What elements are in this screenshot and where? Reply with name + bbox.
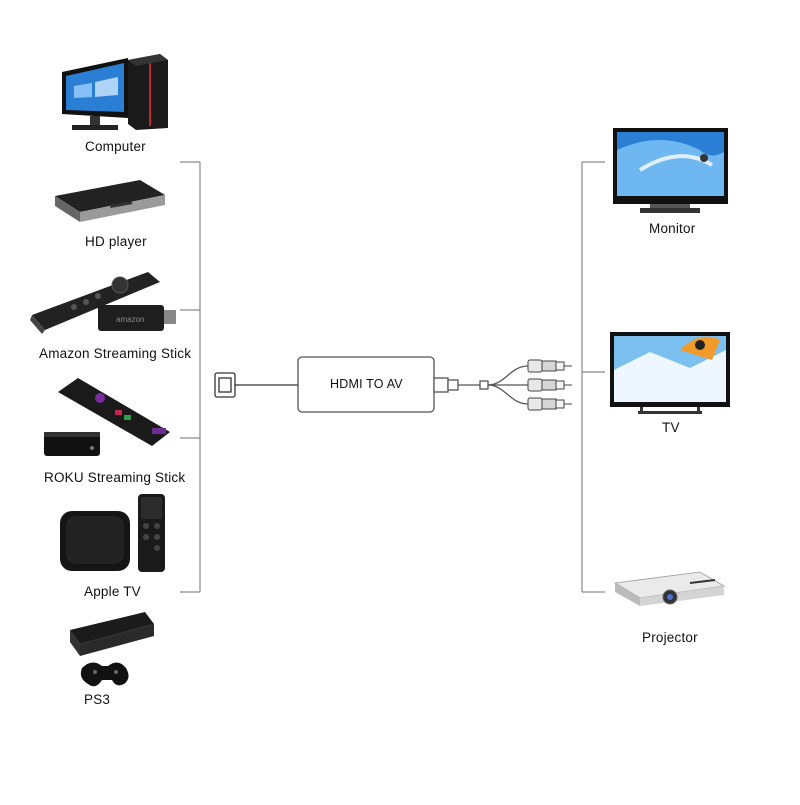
source-label-hd-player: HD player [85, 234, 147, 249]
output-label-tv: TV [662, 420, 680, 435]
output-bracket [581, 161, 605, 593]
desktop-computer-icon [62, 54, 168, 130]
monitor-icon [613, 128, 728, 213]
source-label-roku-streaming-stick: ROKU Streaming Stick [44, 470, 186, 485]
output-label-monitor: Monitor [649, 221, 696, 236]
tv-icon [610, 332, 730, 414]
source-bracket [180, 161, 201, 593]
ps3-console-icon [70, 612, 154, 687]
hd-player-icon [55, 180, 165, 222]
projector-icon [613, 571, 726, 606]
source-label-ps3: PS3 [84, 692, 111, 707]
svg-text:amazon: amazon [116, 315, 144, 324]
rca-connectors-icon [527, 359, 572, 411]
source-label-amazon-streaming-stick: Amazon Streaming Stick [39, 346, 192, 361]
source-label-computer: Computer [85, 139, 146, 154]
output-label-projector: Projector [642, 630, 698, 645]
amazon-fire-stick-icon: amazon [30, 272, 176, 334]
apple-tv-icon [60, 494, 165, 572]
roku-streaming-stick-icon [44, 378, 170, 456]
hdmi-plug-icon [214, 372, 298, 398]
converter-label: HDMI TO AV [330, 377, 403, 391]
av-cable [433, 365, 529, 405]
source-label-apple-tv: Apple TV [84, 584, 141, 599]
